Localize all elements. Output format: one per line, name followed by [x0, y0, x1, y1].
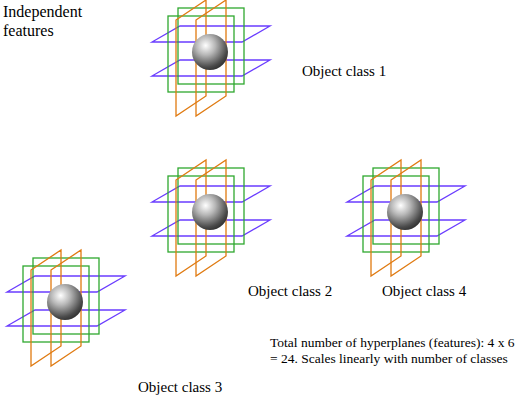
class-illustration	[152, 160, 270, 276]
class-illustration	[152, 0, 270, 116]
heading: Independent features	[3, 2, 103, 40]
class-label: Object class 4	[382, 282, 502, 300]
class-label: Object class 1	[302, 62, 422, 80]
class-illustration	[347, 160, 465, 276]
note-text: Total number of hyperplanes (features): …	[270, 335, 518, 367]
class-illustration	[7, 250, 125, 366]
class-label: Object class 3	[138, 378, 258, 396]
class-label: Object class 2	[248, 282, 368, 300]
